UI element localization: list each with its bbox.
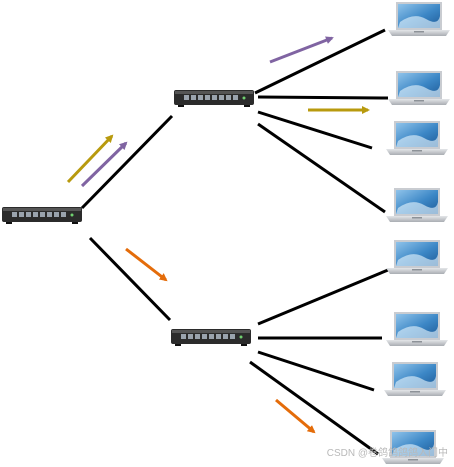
switches <box>2 90 254 346</box>
laptop-5 <box>386 240 448 274</box>
link-lower-laptop-5 <box>257 268 389 326</box>
laptop-4 <box>386 188 448 222</box>
link-root-lower <box>88 236 172 322</box>
lower-switch <box>171 329 251 346</box>
links <box>80 28 389 456</box>
link-upper-laptop-2 <box>257 95 389 100</box>
link-upper-laptop-4 <box>257 122 386 214</box>
root-switch <box>2 207 82 224</box>
laptop-2 <box>388 71 450 105</box>
flow-arrow-orange-root-lower <box>125 247 168 282</box>
flow-arrow-orange-lower-laptop-8 <box>275 398 316 434</box>
laptop-6 <box>386 312 448 346</box>
upper-switch <box>174 90 254 107</box>
flow-arrows <box>66 36 370 434</box>
watermark-text: CSDN @卷鸽鸽鸽鸽入门中 <box>326 448 448 459</box>
link-upper-laptop-1 <box>254 28 386 95</box>
link-lower-laptop-7 <box>257 350 375 392</box>
flow-arrow-purple-root-upper <box>80 141 128 188</box>
link-lower-laptop-8 <box>249 360 379 456</box>
laptop-3 <box>386 121 448 155</box>
laptop-7 <box>384 362 446 396</box>
link-root-upper <box>80 114 174 210</box>
laptops <box>382 2 450 464</box>
link-upper-laptop-3 <box>257 110 373 150</box>
flow-arrow-gold-root-upper <box>66 134 114 184</box>
flow-arrow-purple-upper-laptop-1 <box>269 36 334 64</box>
laptop-1 <box>388 2 450 36</box>
